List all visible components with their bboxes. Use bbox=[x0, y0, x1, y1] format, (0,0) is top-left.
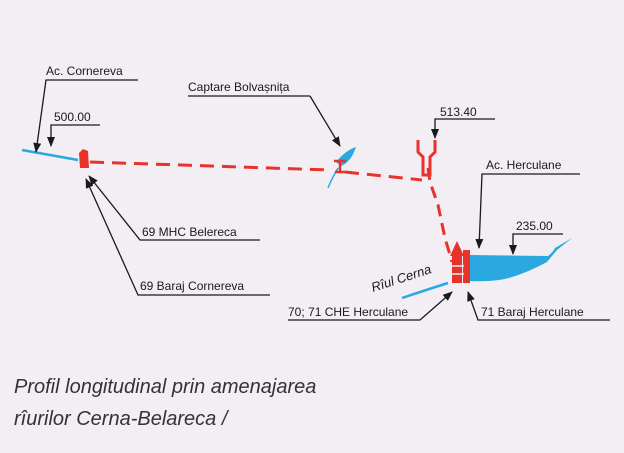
che-herculane-powerhouse bbox=[452, 256, 462, 283]
headrace-tunnel bbox=[89, 160, 423, 182]
caption-line-1: Profil longitudinal prin amenajarea bbox=[14, 376, 317, 398]
che-herculane-arrow bbox=[450, 241, 464, 256]
herculane-dam bbox=[463, 250, 470, 283]
label-elev-513: 513.40 bbox=[440, 105, 477, 119]
captare-intake bbox=[334, 159, 346, 174]
surge-chamber bbox=[416, 140, 437, 177]
label-baraj-herculane: 71 Baraj Herculane bbox=[481, 305, 584, 319]
cornereva-dam bbox=[79, 149, 89, 168]
caption-line-2: rîurilor Cerna-Belareca / bbox=[14, 408, 228, 430]
leader-lines bbox=[33, 79, 610, 321]
label-baraj-cornereva: 69 Baraj Cornereva bbox=[140, 279, 244, 293]
label-elev-235: 235.00 bbox=[516, 219, 553, 233]
label-ac-herculane: Ac. Herculane bbox=[486, 158, 562, 172]
penstock bbox=[426, 167, 454, 263]
label-elev-500: 500.00 bbox=[54, 110, 91, 124]
label-che-herculane: 70; 71 CHE Herculane bbox=[288, 305, 408, 319]
cornereva-water-line bbox=[21, 148, 79, 162]
label-captare: Captare Bolvașnița bbox=[188, 80, 290, 94]
captare-stream bbox=[327, 167, 339, 189]
cerna-river bbox=[401, 281, 449, 300]
label-mhc-belareca: 69 MHC Belereca bbox=[142, 225, 237, 239]
herculane-reservoir bbox=[470, 238, 572, 282]
label-ac-cornereva: Ac. Cornereva bbox=[46, 64, 123, 78]
